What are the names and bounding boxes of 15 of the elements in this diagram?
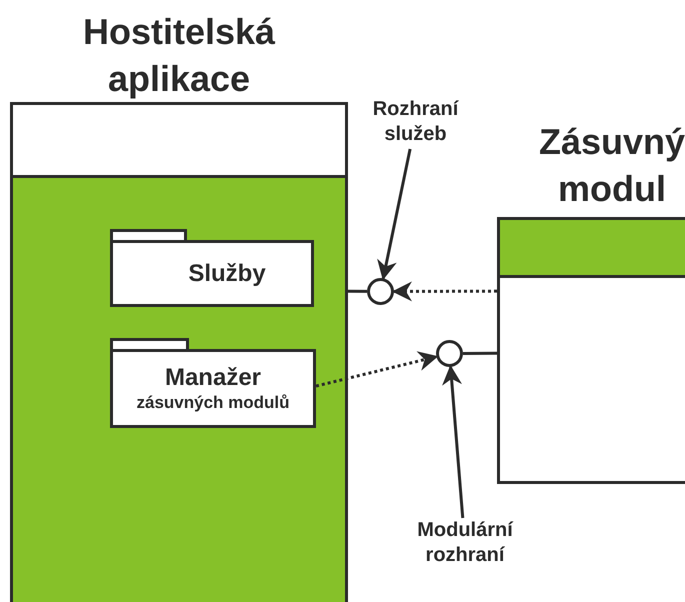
dotted-arrow [392, 281, 497, 302]
component-title: Zásuvný modul [538, 120, 685, 211]
connector-line [462, 352, 497, 355]
component-title: Hostitelská aplikace [82, 10, 276, 101]
package-name: Manažer [164, 364, 262, 392]
interface-circle [436, 340, 463, 367]
leader-arrow [442, 364, 464, 518]
leader-arrow [377, 148, 412, 280]
callout-label: Rozhraní služeb [372, 97, 460, 147]
interface-circle [367, 278, 394, 305]
dotted-arrow [316, 351, 438, 388]
connector-line [348, 290, 368, 293]
package-name: Služby [187, 260, 266, 288]
callout-label: Modulární rozhraní [416, 518, 514, 568]
package-subtitle: zásuvných modulů [136, 392, 290, 414]
